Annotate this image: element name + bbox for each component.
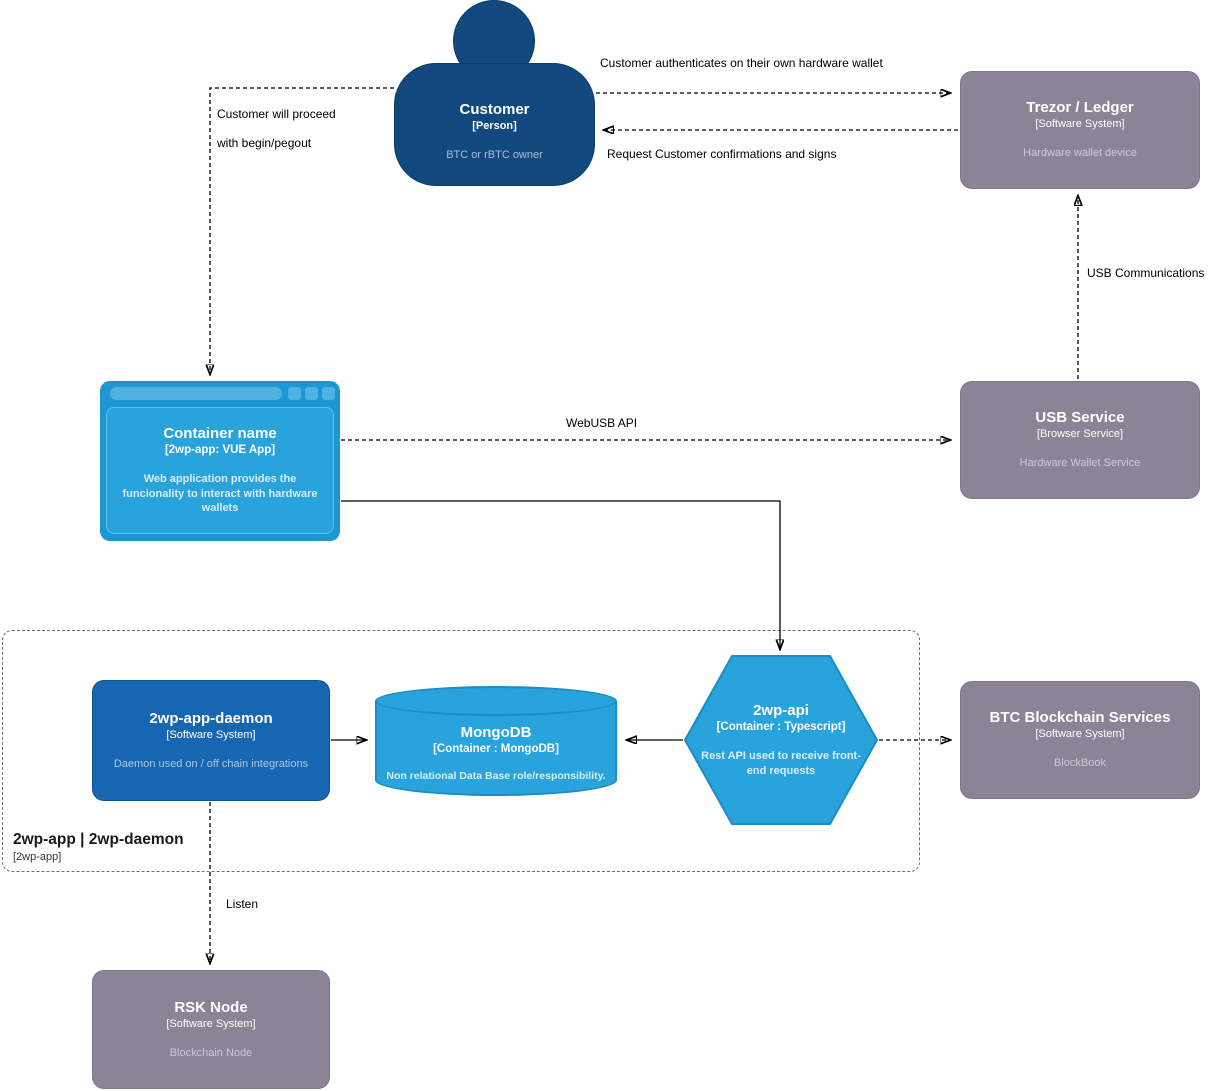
edge-label-proceed-line1: Customer will proceed [217,107,336,121]
browser-address-bar [110,387,282,400]
browser-window-button-icon [305,387,318,400]
rsk-description: Blockchain Node [169,1046,253,1059]
usb-service-title: USB Service [1035,409,1125,427]
api-title: 2wp-api [753,701,809,719]
customer-description: BTC or rBTC owner [446,148,543,161]
edge-customer-to-container [210,87,394,374]
container-name-panel: Container name [2wp-app: VUE App] Web ap… [106,407,334,534]
node-container-name: Container name [2wp-app: VUE App] Web ap… [100,381,340,541]
mongodb-subtitle: [Container : MongoDB] [433,742,559,755]
container-name-subtitle: [2wp-app: VUE App] [164,443,276,456]
rsk-title: RSK Node [174,998,248,1016]
btc-description: BlockBook [1054,757,1106,770]
trezor-subtitle: [Software System] [1035,118,1125,131]
usb-service-subtitle: [Browser Service] [1036,428,1124,441]
mongodb-cylinder-body [375,701,617,796]
customer-title: Customer [459,100,530,118]
edge-label-listen: Listen [226,897,259,911]
edge-label-usb-communications: USB Communications [1087,266,1205,280]
node-trezor-ledger: Trezor / Ledger [Software System] Hardwa… [960,71,1200,189]
daemon-title: 2wp-app-daemon [149,709,273,727]
mongodb-cylinder-top [375,686,617,716]
boundary-subtitle: [2wp-app] [13,851,62,863]
node-2wp-app-daemon: 2wp-app-daemon [Software System] Daemon … [92,680,330,801]
node-btc-blockchain-services: BTC Blockchain Services [Software System… [960,681,1200,799]
edge-label-authenticates: Customer authenticates on their own hard… [600,56,883,70]
mongodb-title: MongoDB [460,723,532,741]
node-mongodb: MongoDB [Container : MongoDB] Non relati… [375,686,617,796]
trezor-title: Trezor / Ledger [1026,99,1134,117]
customer-subtitle: [Person] [472,119,517,132]
hexagon-shape [684,655,878,825]
btc-subtitle: [Software System] [1035,728,1125,741]
trezor-description: Hardware wallet device [1023,147,1137,160]
edge-container-to-api [341,500,780,649]
browser-window-button-icon [288,387,301,400]
btc-title: BTC Blockchain Services [989,709,1171,727]
edge-label-webusb-api: WebUSB API [566,416,638,430]
rsk-subtitle: [Software System] [166,1017,256,1030]
boundary-label: 2wp-app | 2wp-daemon [2wp-app] [13,831,184,863]
container-name-description: Web application provides the funcionalit… [122,472,318,515]
edge-label-proceed-line2: with begin/pegout [217,136,312,150]
usb-service-description: Hardware Wallet Service [1019,457,1141,470]
node-rsk: RSK Node [Software System] Blockchain No… [92,970,330,1089]
browser-window-button-icon [322,387,335,400]
edge-label-request-confirmations: Request Customer confirmations and signs [607,147,837,161]
mongodb-description: Non relational Data Base role/responsibi… [386,770,606,783]
container-name-title: Container name [163,424,277,442]
api-description: Rest API used to receive front-end reque… [701,749,861,777]
node-usb-service: USB Service [Browser Service] Hardware W… [960,381,1200,499]
boundary-title: 2wp-app | 2wp-daemon [13,831,184,848]
daemon-subtitle: [Software System] [166,728,256,741]
node-2wp-api: 2wp-api [Container : Typescript] Rest AP… [684,655,878,825]
daemon-description: Daemon used on / off chain integrations [113,757,309,770]
node-customer: Customer [Person] BTC or rBTC owner [394,63,595,186]
api-subtitle: [Container : Typescript] [716,720,846,733]
